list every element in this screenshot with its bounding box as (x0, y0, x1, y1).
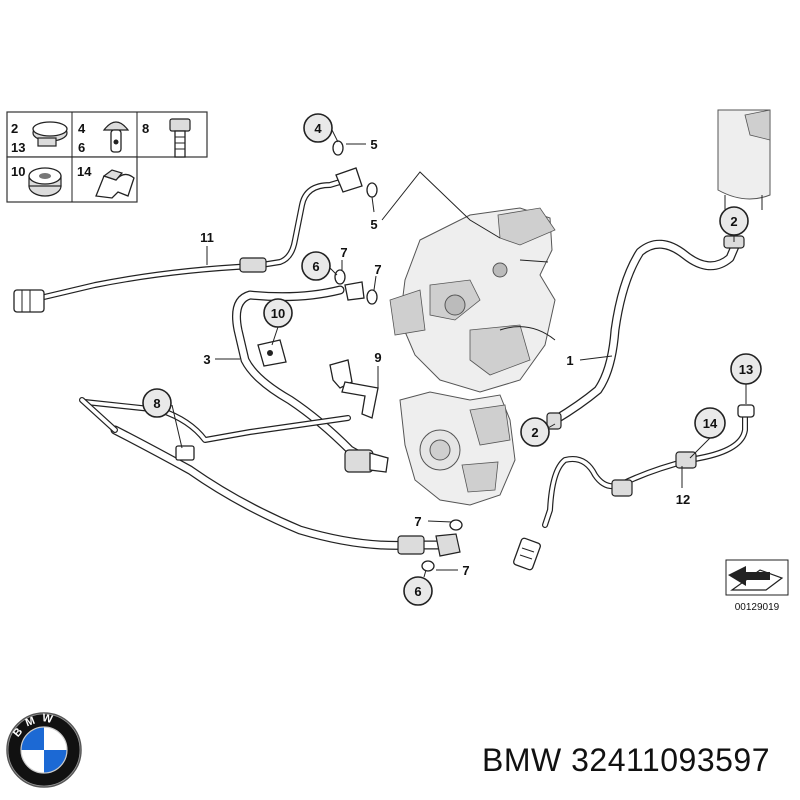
legend-label-2: 2 (11, 121, 18, 136)
legend-label-4: 4 (78, 121, 86, 136)
callout-11: 11 (200, 230, 214, 245)
callout-4: 4 (314, 121, 322, 136)
callout-circle (142, 388, 172, 418)
callout-circle (301, 251, 331, 281)
pump-illustration (399, 391, 516, 506)
hollow-bolt-icon (102, 121, 130, 153)
callout-10: 10 (271, 306, 285, 321)
reservoir-illustration (717, 109, 771, 215)
callout-7-a: 7 (340, 245, 347, 260)
hose-line-1 (546, 235, 745, 430)
brand-name: BMW (482, 742, 562, 778)
callout-9: 9 (374, 350, 381, 365)
view-direction-icon (725, 559, 789, 596)
legend-label-6: 6 (78, 140, 85, 155)
callout-5-lower: 5 (370, 217, 377, 232)
bracket-9 (329, 359, 379, 419)
callout-circle (520, 417, 550, 447)
callout-circle (403, 576, 433, 606)
hose-line-12 (513, 404, 755, 571)
callout-circle (719, 206, 749, 236)
legend-label-8: 8 (142, 121, 149, 136)
callout-5-top: 5 (370, 137, 377, 152)
callout-7-d: 7 (462, 563, 469, 578)
callout-2-lower: 2 (531, 425, 538, 440)
callout-circle (263, 298, 293, 328)
callout-12: 12 (676, 492, 690, 507)
bmw-logo-icon: BMW (6, 712, 82, 788)
callout-7-c: 7 (414, 514, 421, 529)
parts-legend: 2 13 4 6 8 10 14 (6, 111, 208, 203)
bolt-icon (169, 118, 191, 158)
callout-1: 1 (566, 353, 573, 368)
callout-6-top: 6 (312, 259, 319, 274)
legend-label-10: 10 (11, 164, 25, 179)
hose-line-3 (232, 281, 389, 473)
callout-2-upper: 2 (730, 214, 737, 229)
hose-clamp-icon (32, 121, 68, 147)
callout-13: 13 (739, 362, 753, 377)
callout-circle (730, 353, 762, 385)
hex-nut-icon (28, 167, 62, 197)
bracket-10 (257, 339, 287, 367)
seal-rings (332, 140, 463, 572)
callout-circle (303, 113, 333, 143)
callout-circle (694, 407, 726, 439)
callout-14: 14 (703, 416, 718, 431)
steering-gear-illustration (389, 207, 556, 393)
callout-6-lower: 6 (414, 584, 421, 599)
holder-clip-icon (95, 169, 135, 199)
callout-3: 3 (203, 352, 210, 367)
legend-label-14: 14 (77, 164, 92, 179)
callouts: 4 5 5 11 6 7 7 10 3 9 8 2 (142, 113, 762, 606)
footer-caption: BMW 32411093597 (482, 742, 770, 779)
hose-line-11 (13, 167, 363, 313)
legend-label-13: 13 (11, 140, 25, 155)
part-number: 32411093597 (571, 742, 770, 778)
reference-code: 00129019 (735, 602, 780, 613)
callout-8: 8 (153, 396, 160, 411)
callout-7-b: 7 (374, 262, 381, 277)
